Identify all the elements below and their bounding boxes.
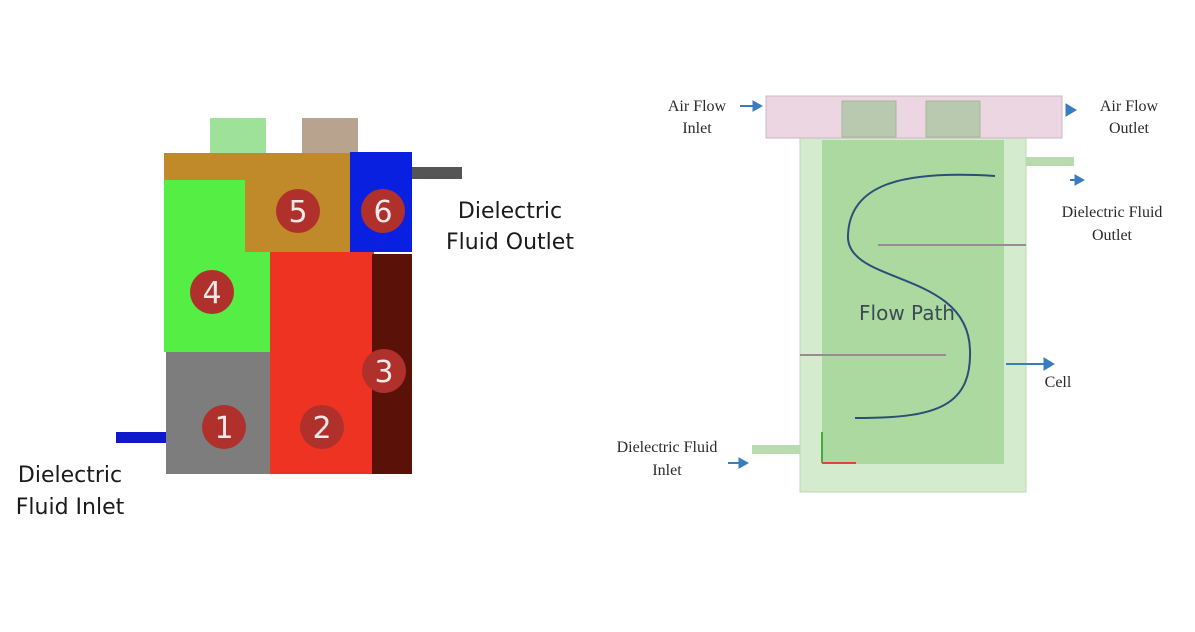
arrow-fluid-inlet bbox=[728, 457, 750, 469]
fluid-outlet-label-line2: Outlet bbox=[1092, 227, 1133, 244]
top-connector-tan bbox=[302, 118, 358, 154]
badge-1-label: 1 bbox=[214, 411, 233, 446]
air-inlet-label-line1: Air Flow bbox=[668, 98, 727, 115]
left-diagram: 5 6 4 3 1 2 Dielectric Fluid Outlet Diel… bbox=[16, 118, 574, 520]
arrow-fluid-outlet bbox=[1070, 174, 1086, 186]
arrow-cell bbox=[1006, 357, 1055, 371]
badge-3: 3 bbox=[362, 349, 406, 393]
fluid-outlet-label-line1: Dielectric Fluid bbox=[1062, 204, 1163, 221]
top-cap bbox=[765, 95, 1063, 139]
fluid-inlet-label-line2: Inlet bbox=[652, 462, 682, 479]
badge-3-label: 3 bbox=[374, 355, 393, 390]
flow-path-curve bbox=[846, 173, 996, 419]
fluid-inlet-pipe bbox=[752, 445, 800, 454]
inlet-pipe bbox=[116, 432, 166, 443]
fluid-inlet-label-line1: Dielectric Fluid bbox=[617, 439, 718, 456]
badge-5-label: 5 bbox=[288, 195, 307, 230]
arrow-air-inlet bbox=[740, 100, 764, 112]
badge-2-label: 2 bbox=[312, 411, 331, 446]
badge-2: 2 bbox=[300, 405, 344, 449]
outlet-pipe bbox=[410, 167, 462, 179]
air-outlet-label-line1: Air Flow bbox=[1100, 98, 1159, 115]
inlet-label-line2: Fluid Inlet bbox=[16, 495, 125, 520]
inlet-label-line1: Dielectric bbox=[18, 463, 122, 488]
fluid-outlet-pipe bbox=[1026, 157, 1074, 166]
outlet-label-line2: Fluid Outlet bbox=[446, 230, 574, 255]
badge-6-label: 6 bbox=[373, 195, 392, 230]
cell-label: Cell bbox=[1045, 374, 1072, 391]
badge-5: 5 bbox=[276, 189, 320, 233]
air-inlet-label-line2: Inlet bbox=[682, 120, 712, 137]
top-connector-green bbox=[210, 118, 266, 154]
right-diagram: Air Flow Inlet Air Flow Outlet Dielectri… bbox=[617, 95, 1163, 493]
flow-path-label: Flow Path bbox=[859, 301, 955, 325]
housing-inner bbox=[822, 140, 1004, 464]
badge-4: 4 bbox=[190, 270, 234, 314]
outlet-label-line1: Dielectric bbox=[458, 199, 562, 224]
badge-6: 6 bbox=[361, 189, 405, 233]
air-outlet-label-line2: Outlet bbox=[1109, 120, 1150, 137]
badge-4-label: 4 bbox=[202, 276, 221, 311]
badge-1: 1 bbox=[202, 405, 246, 449]
zone-2-upper bbox=[326, 252, 374, 352]
top-cap-port-2 bbox=[925, 100, 981, 138]
top-cap-port-1 bbox=[841, 100, 897, 138]
arrow-air-outlet bbox=[1065, 103, 1077, 117]
